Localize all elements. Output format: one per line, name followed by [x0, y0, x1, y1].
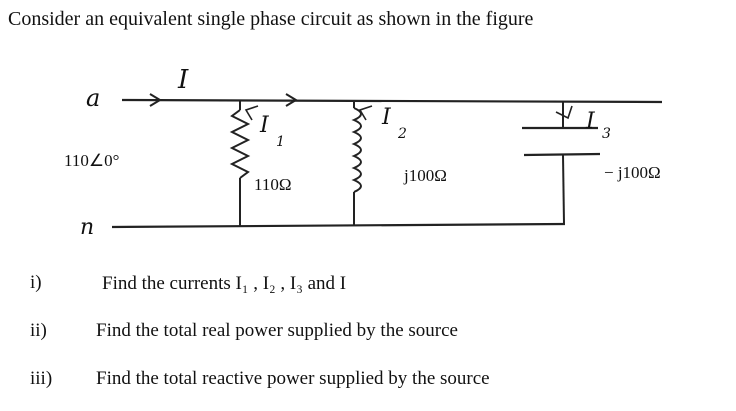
capacitor-value-label: − j100Ω	[604, 163, 661, 182]
node-n-label: n	[80, 215, 94, 240]
current-1-label: I	[259, 113, 270, 138]
question-number: ii)	[30, 320, 47, 341]
current-2-sub: 2	[397, 126, 407, 142]
resistor-symbol	[229, 109, 251, 179]
question-number: iii)	[30, 368, 53, 389]
current-1-sub: 1	[276, 134, 285, 150]
current-2-label: I	[381, 105, 392, 130]
inductor-value-label: j100Ω	[403, 166, 447, 185]
current-arrow-total	[149, 93, 162, 107]
question-text: Find the currents I₁ , I₂ , I₃ and I	[102, 273, 347, 294]
top-wire	[121, 98, 663, 104]
current-arrow-2	[358, 105, 373, 121]
current-arrow-3	[555, 105, 573, 120]
current-total-label: I	[177, 65, 189, 95]
current-3-sub: 3	[602, 126, 611, 142]
resistor-value-label: 110Ω	[254, 175, 292, 194]
node-a-label: a	[86, 84, 100, 112]
capacitor-plate-bottom	[523, 152, 601, 157]
problem-heading: Consider an equivalent single phase circ…	[8, 8, 534, 30]
inductor-symbol	[351, 107, 362, 193]
current-arrow-1	[244, 105, 259, 121]
source-voltage-label: 110∠0°	[64, 151, 119, 170]
question-text: Find the total reactive power supplied b…	[96, 368, 490, 389]
current-arrow-branch	[285, 93, 298, 107]
bottom-wire	[111, 222, 566, 229]
current-3-label: I	[585, 109, 596, 134]
question-number: i)	[30, 272, 42, 293]
question-text: Find the total real power supplied by th…	[96, 320, 458, 341]
